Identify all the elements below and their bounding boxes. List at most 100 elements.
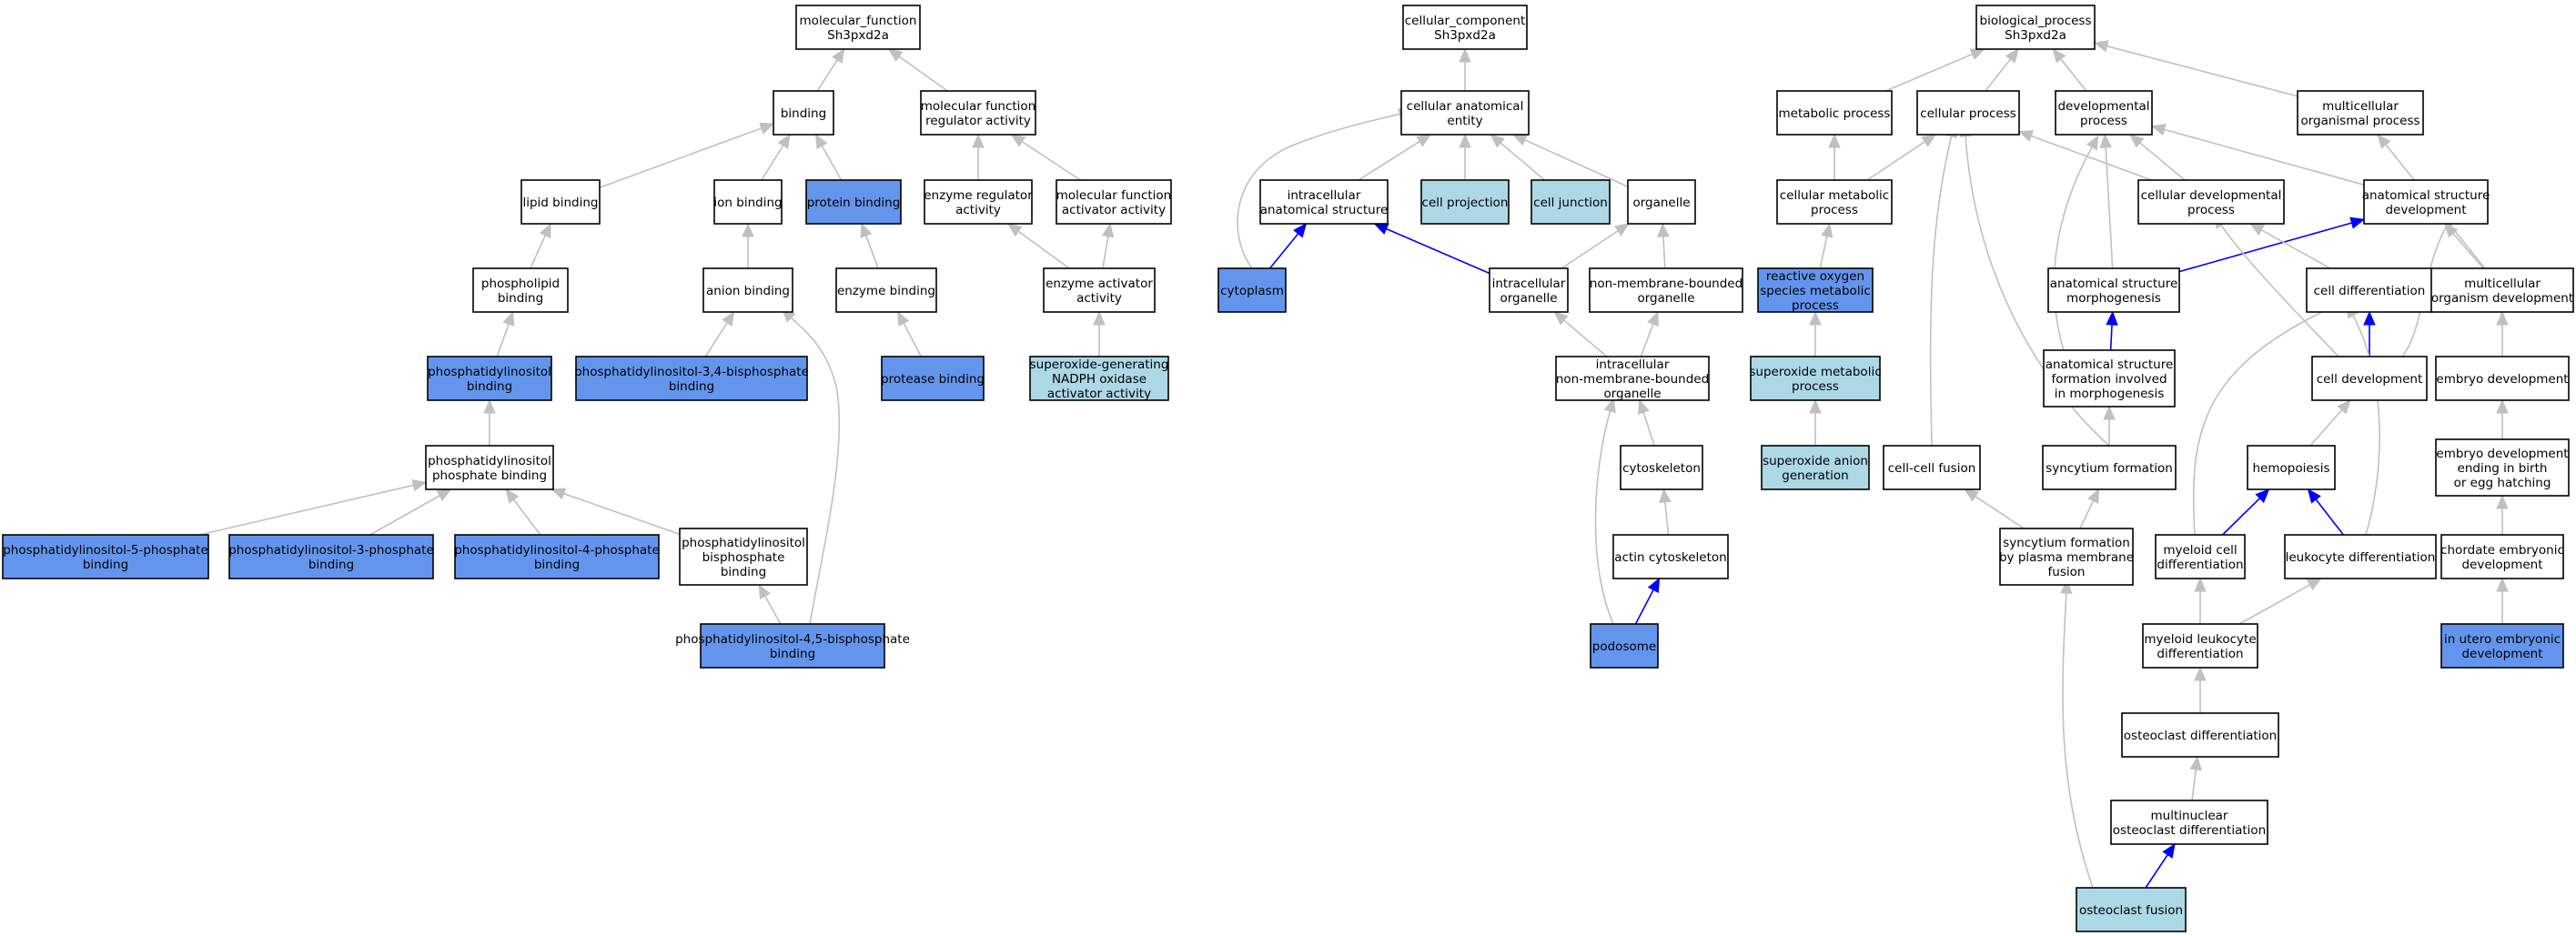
node-label: anatomical structure (2050, 277, 2178, 291)
node-anion-binding[interactable]: anion binding (702, 267, 793, 313)
node-cytoskeleton[interactable]: cytoskeleton (1620, 445, 1703, 490)
node-embryo-dev[interactable]: embryo development (2435, 356, 2570, 401)
node-pi45[interactable]: phosphatidylinositol-4,5-bisphosphatebin… (675, 623, 910, 669)
edge-mf_act-to-mf_reg (1010, 134, 1081, 181)
node-pi34-binding[interactable]: phosphatidylinositol-3,4-bisphosphatebin… (574, 356, 809, 401)
node-podosome[interactable]: podosome (1590, 623, 1659, 669)
node-cell-junction[interactable]: cell junction (1530, 179, 1611, 225)
node-lipid-binding[interactable]: lipid binding (520, 179, 601, 225)
node-box (2110, 800, 2268, 845)
edge-syncytium-to-asf (2103, 405, 2116, 446)
node-label: cell differentiation (2314, 284, 2426, 298)
node-organelle[interactable]: organelle (1627, 179, 1696, 225)
edge-enzyme_act-to-mf_act (1102, 222, 1115, 269)
node-box (773, 90, 834, 136)
node-box (2284, 534, 2437, 579)
node-box (881, 356, 985, 401)
node-cellular-process[interactable]: cellular process (1916, 90, 2020, 136)
node-label: bisphosphate (702, 550, 785, 565)
node-hemopoiesis[interactable]: hemopoiesis (2247, 445, 2336, 490)
node-box (2311, 356, 2428, 401)
node-protein-binding[interactable]: protein binding (805, 179, 902, 225)
node-label: regulator activity (925, 114, 1031, 128)
node-binding[interactable]: binding (773, 90, 834, 136)
node-box (228, 534, 434, 579)
node-protease-binding[interactable]: protease binding (881, 356, 985, 401)
edge-pi_binding-to-phospholipid_binding (496, 310, 515, 357)
node-cell-fusion[interactable]: cell-cell fusion (1883, 445, 1981, 490)
node-osteoclast-diff[interactable]: osteoclast differentiation (2121, 712, 2279, 758)
node-leukocyte-diff[interactable]: leukocyte differentiation (2284, 534, 2437, 579)
node-label: intracellular (1288, 188, 1361, 203)
node-label: biological_process (1980, 14, 2092, 28)
node-cell-projection[interactable]: cell projection (1420, 179, 1510, 225)
node-box (1590, 623, 1659, 669)
node-box (2137, 179, 2285, 225)
node-box (1530, 179, 1611, 225)
node-cell-dev[interactable]: cell development (2311, 356, 2428, 401)
edge-in_utero-to-chordate (2496, 577, 2509, 624)
node-label: phosphatidylinositol-3,4-bisphosphate (574, 365, 809, 379)
edge-cytoskeleton-to-inmb_org (1637, 398, 1655, 447)
node-label: cytoskeleton (1622, 461, 1701, 476)
node-enzyme-binding[interactable]: enzyme binding (835, 267, 937, 313)
node-cytoplasm[interactable]: cytoplasm (1217, 267, 1287, 313)
node-syncytium[interactable]: syncytium formation (2042, 445, 2177, 490)
node-label: activator activity (1047, 387, 1151, 401)
node-metabolic[interactable]: metabolic process (1776, 90, 1893, 136)
node-osteoclast-fusion[interactable]: osteoclast fusion (2076, 887, 2187, 932)
node-cell-diff[interactable]: cell differentiation (2306, 267, 2433, 313)
node-actin-cyto[interactable]: actin cytoskeleton (1612, 534, 1729, 579)
edge-chordate-to-embryo_birth (2496, 494, 2509, 535)
node-label: development (2461, 558, 2542, 572)
edge-mf_reg-to-mf_root (887, 48, 948, 92)
node-label: phosphatidylinositol-4,5-bisphosphate (675, 632, 910, 647)
node-label: binding (467, 379, 512, 394)
node-label: cellular metabolic (1780, 188, 1889, 203)
node-box (1056, 179, 1172, 225)
node-ion-binding[interactable]: ion binding (713, 179, 783, 225)
node-inmb-org[interactable]: intracellularnon-membrane-boundedorganel… (1555, 356, 1710, 401)
node-label: intracellular (1492, 277, 1566, 291)
edge-protease_binding-to-enzyme_binding (897, 310, 923, 357)
edge-pip_binding-to-pi_binding (483, 398, 496, 446)
edge-intra_org-to-ias (1373, 223, 1490, 275)
